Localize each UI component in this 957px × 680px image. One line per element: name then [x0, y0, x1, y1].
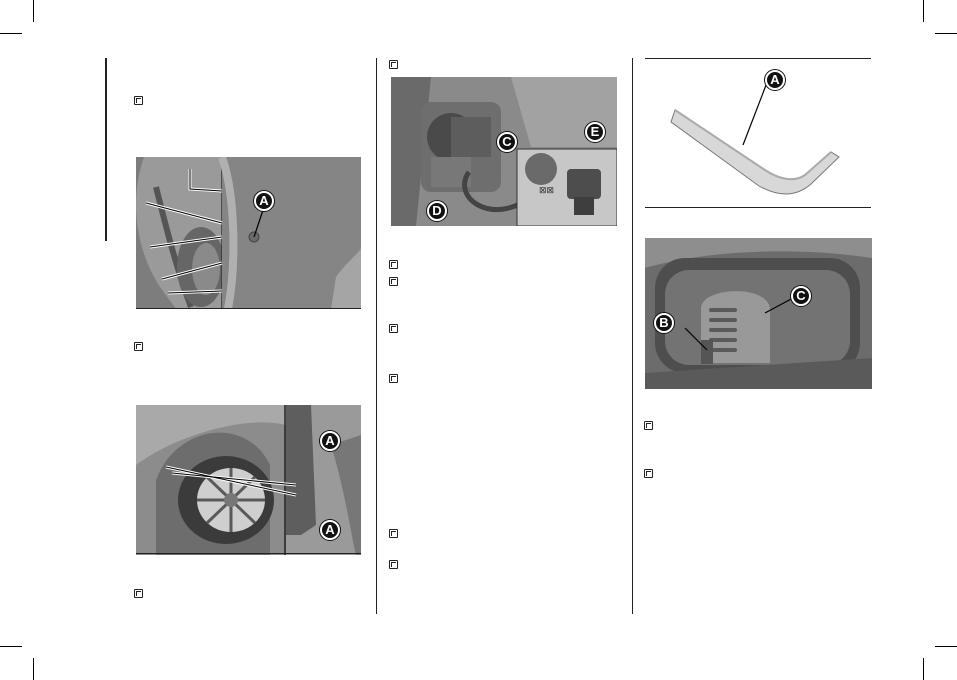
crop-mark	[33, 0, 34, 22]
checkbox-bullet-icon	[644, 469, 653, 478]
crop-mark	[935, 646, 957, 647]
checkbox-bullet-icon	[134, 342, 143, 351]
callout-d: D	[427, 201, 447, 221]
callout-c: C	[497, 132, 517, 152]
crop-mark	[33, 658, 34, 680]
figure-rule	[645, 58, 871, 59]
inset-symbol: ⊠⊠	[539, 185, 554, 195]
figure-headlamp-bulb: ⊠⊠	[391, 77, 617, 226]
callout-a: A	[320, 520, 340, 540]
callout-e: E	[585, 122, 605, 142]
callout-b: B	[654, 313, 674, 333]
crop-mark	[923, 0, 924, 22]
checkbox-bullet-icon	[644, 421, 653, 430]
callout-a: A	[765, 70, 785, 90]
crop-mark	[0, 33, 22, 34]
callout-a: A	[254, 191, 274, 211]
column-divider	[376, 58, 377, 614]
checkbox-bullet-icon	[134, 589, 143, 598]
figure-rule	[645, 207, 871, 208]
checkbox-bullet-icon	[389, 374, 398, 383]
figure-rule	[136, 553, 361, 554]
checkbox-bullet-icon	[134, 96, 143, 105]
crop-mark	[923, 658, 924, 680]
callout-a: A	[320, 431, 340, 451]
figure-storage-compartment	[645, 238, 872, 389]
crop-mark	[935, 33, 957, 34]
checkbox-bullet-icon	[389, 560, 398, 569]
checkbox-bullet-icon	[389, 277, 398, 286]
figure-wheel-arch-liner	[136, 157, 361, 309]
figure-hex-key	[645, 60, 871, 207]
checkbox-bullet-icon	[389, 60, 398, 69]
checkbox-bullet-icon	[389, 529, 398, 538]
crop-mark	[0, 646, 22, 647]
figure-mud-flap	[136, 405, 361, 555]
checkbox-bullet-icon	[389, 324, 398, 333]
callout-c: C	[791, 286, 811, 306]
figure-rule	[136, 308, 361, 309]
column-divider	[632, 58, 633, 614]
checkbox-bullet-icon	[389, 260, 398, 269]
page-edge-bar	[105, 58, 107, 241]
